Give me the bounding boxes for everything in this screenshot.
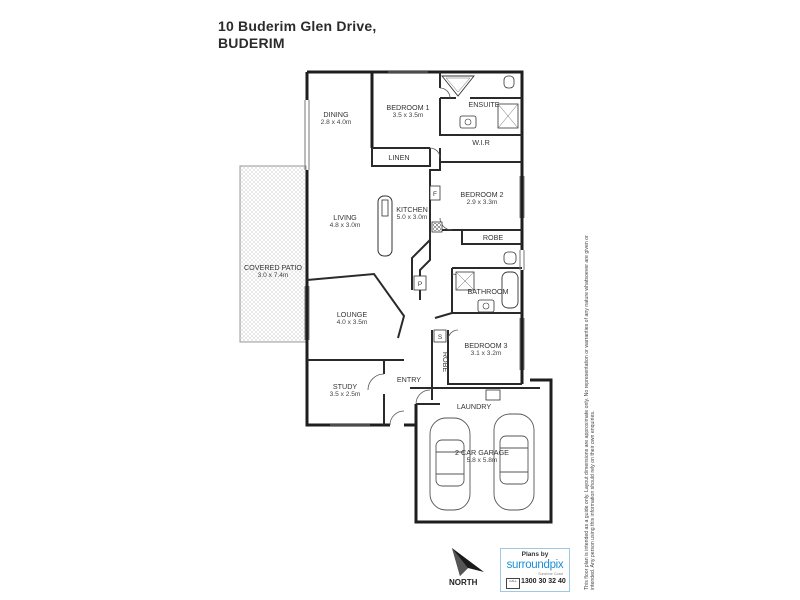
disclaimer-text: This floor plan is intended as a guide o… [584,235,597,590]
pantry-space [413,275,427,291]
bedroom1-label: BEDROOM 1 [386,103,429,112]
covered-patio-area [239,165,307,343]
dining-label: DINING [323,110,349,119]
bathroom-toilet-icon [503,251,517,265]
wir-label: W.I.R [472,138,490,147]
cooktop-icon [431,221,443,233]
logo-plans-by: Plans by [521,551,549,558]
entry-label: ENTRY [397,375,421,384]
study-dims: 3.5 x 2.5m [330,391,361,398]
shower-icon [497,103,519,129]
bedroom2-dims: 2.9 x 3.3m [467,199,498,206]
covered-patio-dims: 3.0 x 7.4m [258,272,289,279]
bedroom3-dims: 3.1 x 3.2m [471,350,502,357]
north-label: NORTH [449,578,478,587]
bathroom-shower-icon [455,271,475,291]
garage-label: 2 CAR GARAGE [455,448,509,457]
windows [304,71,525,426]
bathroom-basin-icon [477,299,495,313]
bedroom1-dims: 3.5 x 3.5m [393,112,424,119]
toilet-icon [503,75,515,89]
robe-bedroom3-label: ROBE [441,352,450,373]
fridge-marker: F [433,191,437,198]
bathtub-icon [501,271,519,309]
bathroom-label: BATHROOM [468,287,509,296]
door-swings [367,87,465,426]
address-line-1: 10 Buderim Glen Drive, [218,18,377,34]
laundry-tub-icon [485,389,501,401]
kitchen-island [377,195,393,257]
living-dims: 4.8 x 3.0m [330,222,361,229]
logo-brand: surroundpix [506,559,564,571]
storage-marker: S [438,334,443,341]
phone-icon: CALL [506,578,520,589]
laundry-label: LAUNDRY [457,402,491,411]
corner-bath-icon [441,75,475,97]
interior-walls [306,72,540,425]
car-right-icon [493,413,535,511]
surroundpix-logo: Plans by surroundpix Sunshine Coast CALL… [500,548,570,592]
study-label: STUDY [333,382,358,391]
kitchen-dims: 5.0 x 3.0m [397,214,428,221]
storage-space [433,329,447,343]
logo-phone: 1300 30 32 40 [521,578,566,585]
fridge-space [429,185,441,201]
dining-dims: 2.8 x 4.0m [321,119,352,126]
linen-label: LINEN [388,153,409,162]
robe-bedroom2-label: ROBE [483,233,504,242]
garage-dims: 5.8 x 5.8m [467,457,498,464]
logo-sub: Sunshine Coast [538,572,563,576]
address-line-2: BUDERIM [218,35,285,51]
pantry-marker: P [418,281,422,288]
bedroom2-label: BEDROOM 2 [460,190,503,199]
kitchen-sink [381,199,389,217]
ensuite-label: ENSUITE [468,100,499,109]
covered-patio-label: COVERED PATIO [244,263,302,272]
north-arrow-icon [452,548,484,576]
kitchen-label: KITCHEN [396,205,428,214]
living-label: LIVING [333,213,357,222]
car-left-icon [429,417,471,511]
bedroom3-label: BEDROOM 3 [464,341,507,350]
lounge-label: LOUNGE [337,310,368,319]
lounge-dims: 4.0 x 3.5m [337,319,368,326]
vanity-basin-icon [459,115,477,129]
